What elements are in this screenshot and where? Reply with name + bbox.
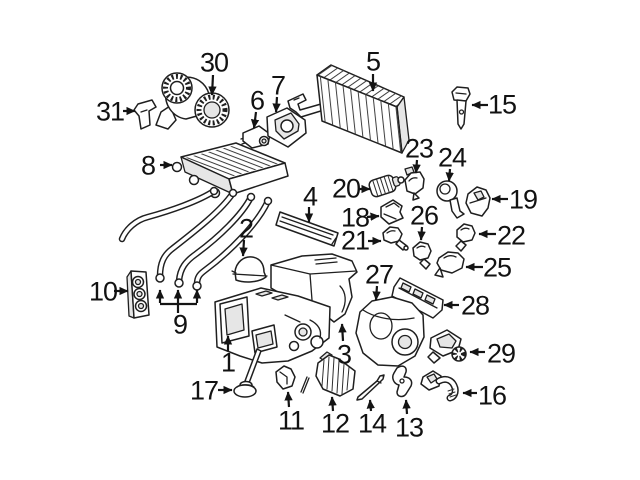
part-illustration-18 [380,199,404,225]
part-illustration-11 [275,365,296,390]
part-number-15: 15 [488,90,516,120]
part-illustration-6 [240,125,271,149]
callout-4: 4 [303,182,319,223]
part-number-24: 24 [438,143,467,173]
part-number-9: 9 [173,310,187,340]
pin-detail [300,376,310,394]
callout-28: 28 [443,291,490,321]
part-illustration-8 [171,142,289,199]
part-illustration-22 [455,223,476,252]
part-number-19: 19 [509,185,537,215]
part-number-17: 17 [190,376,218,406]
part-number-25: 25 [483,253,511,283]
part-illustration-20 [368,174,405,198]
callout-17: 17 [190,376,233,406]
part-illustration-15 [451,86,471,130]
part-number-3: 3 [337,340,351,370]
part-illustration-5 [287,64,410,154]
part-illustration-21 [382,226,409,251]
part-illustration-23 [404,166,425,201]
callout-24: 24 [438,143,468,182]
part-number-2: 2 [239,214,253,244]
callout-19: 19 [491,185,538,215]
callout-9: 9 [155,289,202,340]
part-number-20: 20 [332,174,360,204]
part-number-12: 12 [321,409,349,439]
callout-12: 12 [321,396,350,439]
part-illustration-29 [427,329,467,364]
callout-21: 21 [341,226,382,256]
callout-18: 18 [341,203,380,233]
part-number-27: 27 [365,260,393,290]
callout-16: 16 [462,381,507,411]
callout-30: 30 [200,48,229,96]
part-illustration-30 [155,72,230,130]
part-number-16: 16 [478,381,506,411]
part-number-31: 31 [96,97,124,127]
part-illustration-9 [118,186,273,291]
part-illustration-31 [133,99,157,130]
part-number-26: 26 [410,201,438,231]
part-number-6: 6 [250,86,264,116]
part-number-5: 5 [366,47,380,77]
part-illustration-10 [126,270,150,319]
part-illustration-7 [266,107,307,148]
callout-20: 20 [332,174,371,204]
part-number-4: 4 [303,182,318,212]
part-illustration-19 [465,186,491,217]
part-number-7: 7 [271,71,285,101]
part-illustration-1 [214,287,331,364]
part-illustration-14 [356,374,385,401]
callout-3: 3 [337,323,352,370]
part-number-29: 29 [487,339,515,369]
callout-15: 15 [471,90,517,120]
part-illustration-26 [412,241,432,270]
part-number-22: 22 [497,221,525,251]
part-number-14: 14 [358,409,387,439]
part-number-1: 1 [221,348,235,378]
part-number-18: 18 [341,203,369,233]
callout-31: 31 [96,97,136,127]
callout-6: 6 [250,86,265,129]
part-illustration-25 [434,251,465,278]
part-illustration-16 [420,370,459,402]
callout-23: 23 [405,134,434,174]
callout-2: 2 [239,214,254,257]
callout-27: 27 [365,260,394,301]
callout-11: 11 [278,391,305,436]
part-number-8: 8 [141,151,155,181]
callout-7: 7 [271,71,286,113]
part-illustration-4 [275,211,339,247]
part-number-28: 28 [461,291,489,321]
callout-10: 10 [89,277,129,307]
callout-26: 26 [410,201,439,241]
part-illustration-12 [315,351,356,397]
part-number-21: 21 [341,226,369,256]
part-illustration-2 [231,256,268,283]
callout-22: 22 [478,221,526,251]
callout-8: 8 [141,151,173,181]
callout-29: 29 [469,339,516,369]
part-illustration-17 [233,348,262,398]
part-number-11: 11 [278,406,304,436]
part-number-23: 23 [405,134,433,164]
callout-1: 1 [221,335,236,378]
callout-13: 13 [395,399,424,443]
callout-25: 25 [465,253,512,283]
part-illustration-13 [392,365,413,398]
callout-5: 5 [366,47,381,92]
part-number-30: 30 [200,48,228,78]
callout-14: 14 [358,399,388,439]
part-number-13: 13 [395,413,423,443]
part-illustration-27 [355,296,425,367]
part-number-10: 10 [89,277,117,307]
part-illustration-24 [436,180,465,219]
part-illustration-28 [391,277,444,319]
